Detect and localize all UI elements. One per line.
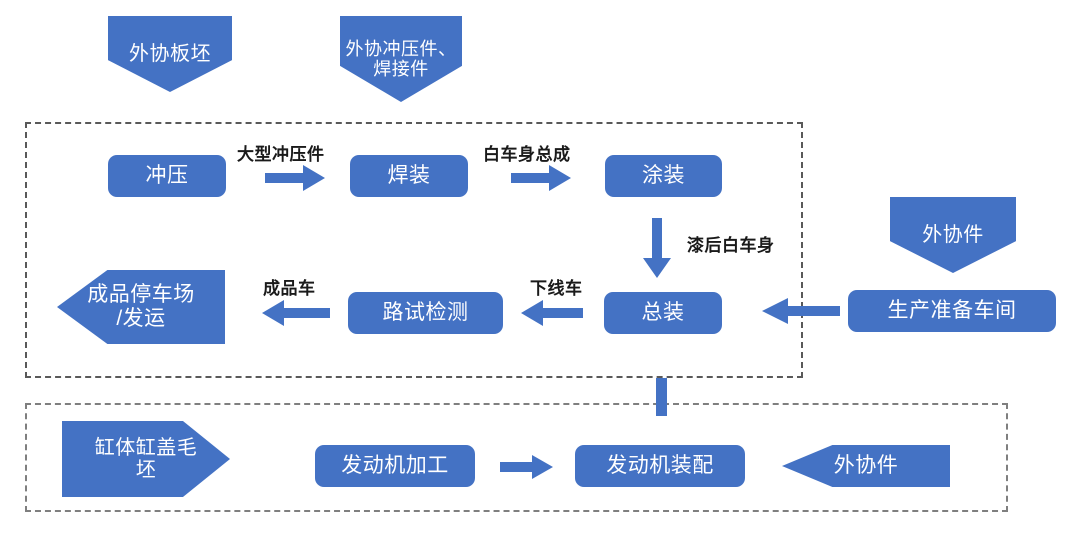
support-production-prep[interactable]: 生产准备车间 [848,290,1056,332]
process-final-assembly[interactable]: 总装 [604,292,722,334]
flow-label-finished-vehicle: 成品车 [263,279,316,298]
arrow-painting-to-assembly [643,218,671,278]
flow-label-offline-vehicle: 下线车 [530,279,583,298]
arrow-engine-to-assembly [656,378,667,416]
process-stamping[interactable]: 冲压 [108,155,226,197]
arrow-welding-to-painting [511,165,571,191]
flow-label-body-in-white: 白车身总成 [483,145,571,164]
engine-plant-zone [25,403,1008,512]
arrow-prep-to-assembly [762,298,840,324]
process-welding[interactable]: 焊装 [350,155,468,197]
process-engine-machining[interactable]: 发动机加工 [315,445,475,487]
input-outsourced-blanks[interactable]: 外协板坯 [108,16,232,92]
arrow-roadtest-to-parking [262,300,330,326]
process-engine-assembly[interactable]: 发动机装配 [575,445,745,487]
input-outsourced-parts-right[interactable]: 外协件 [890,197,1016,273]
process-road-test[interactable]: 路试检测 [348,292,503,334]
arrow-machining-to-engine-assembly [500,455,553,479]
flow-label-painted-body: 漆后白车身 [687,236,775,255]
arrow-assembly-to-roadtest [521,300,583,326]
process-painting[interactable]: 涂装 [605,155,722,197]
arrow-stamping-to-welding [265,165,325,191]
flow-label-large-stampings: 大型冲压件 [237,145,325,164]
input-outsourced-stamping-welding[interactable]: 外协冲压件、 焊接件 [340,16,462,102]
vehicle-plant-zone [25,122,803,378]
